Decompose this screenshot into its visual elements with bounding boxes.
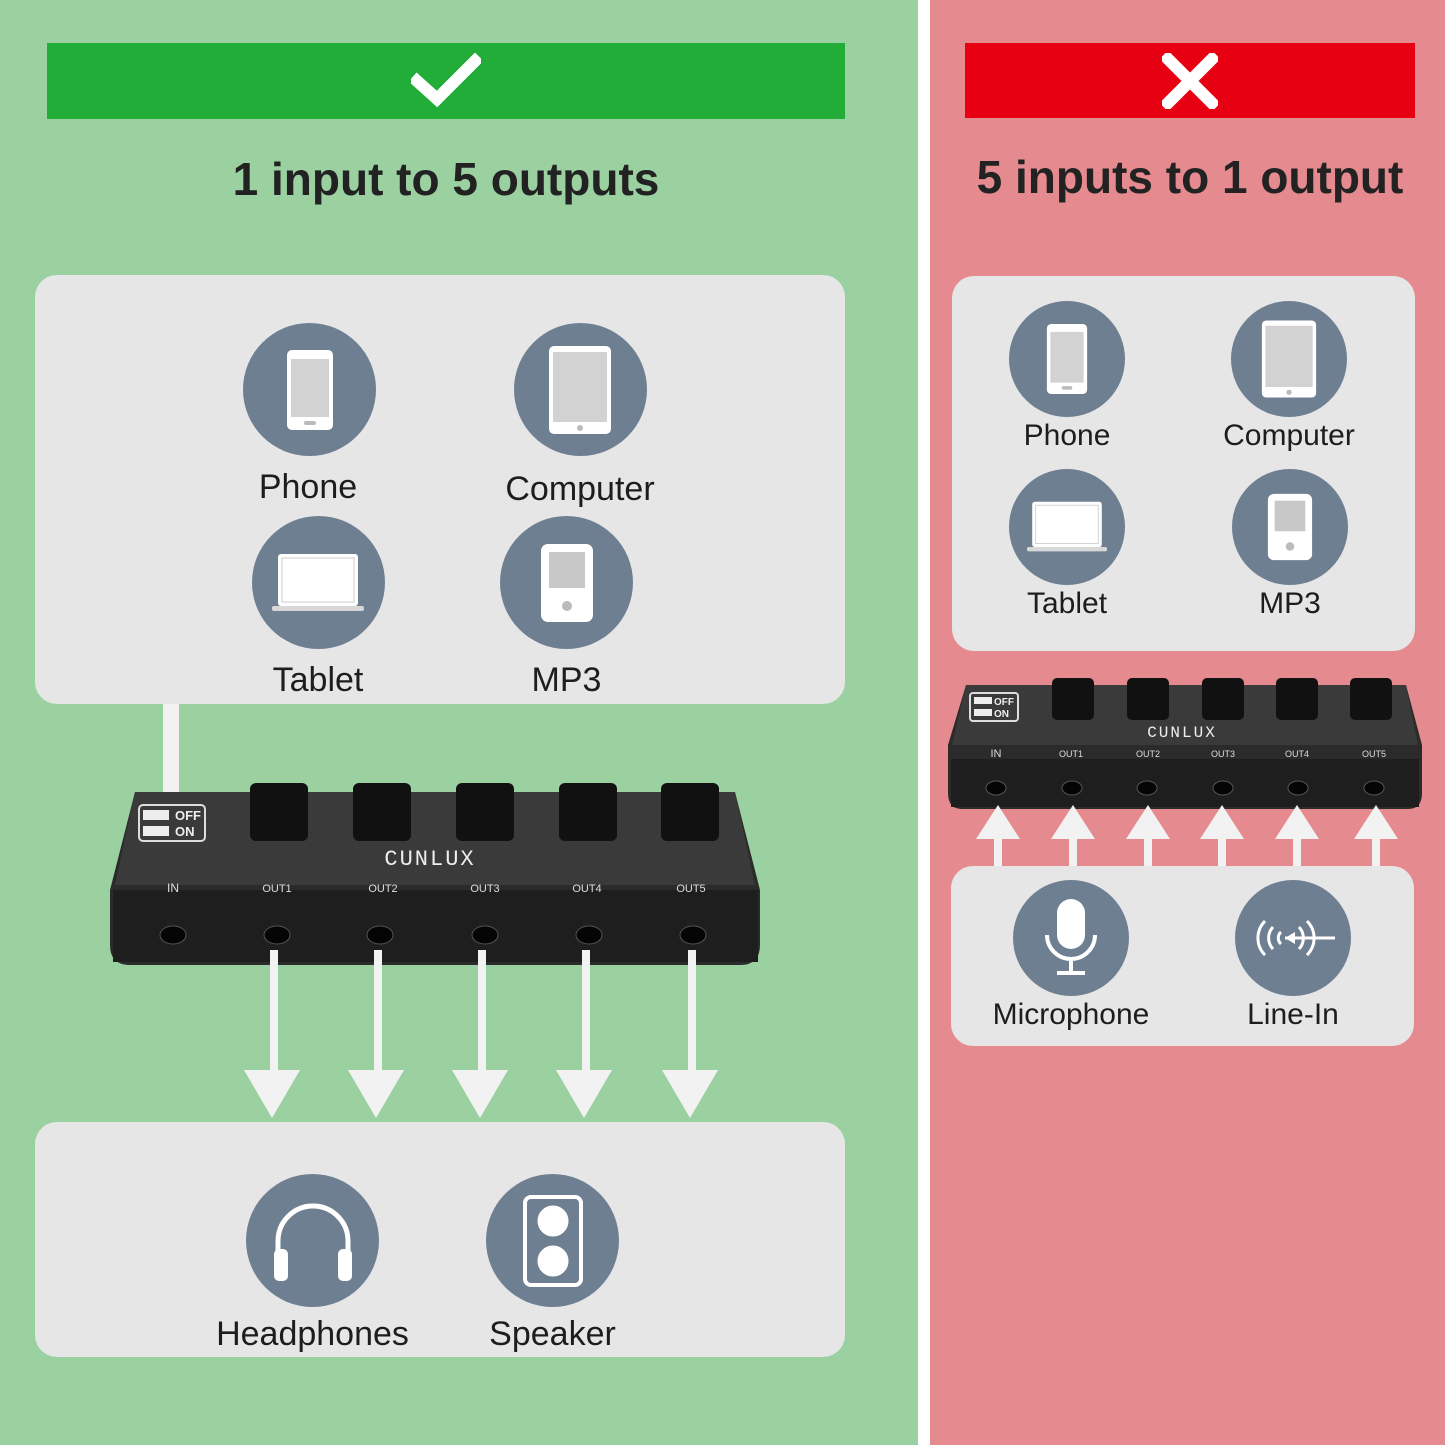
output-label: Speaker xyxy=(489,1315,616,1353)
source-label: Tablet xyxy=(272,661,364,699)
headphones-icon xyxy=(273,1203,352,1281)
source-computer: Computer xyxy=(500,323,660,509)
port-jack xyxy=(1061,780,1083,796)
source-mp3: MP3 xyxy=(1232,469,1348,621)
mp3-player-icon xyxy=(540,543,593,622)
cross-icon xyxy=(1162,52,1218,109)
port-label-out4: OUT4 xyxy=(572,883,601,895)
tablet-device-icon xyxy=(1261,320,1317,398)
switch-on-label: ON xyxy=(175,824,195,839)
port-jack xyxy=(985,780,1007,796)
input-microphone: Microphone xyxy=(986,880,1156,1032)
source-label: Phone xyxy=(258,468,358,506)
out4-button[interactable] xyxy=(1276,678,1318,720)
input-label: Microphone xyxy=(992,998,1150,1031)
laptop-icon xyxy=(272,553,364,611)
source-label: Computer xyxy=(505,470,655,508)
port-jack xyxy=(366,925,394,945)
source-mp3: MP3 xyxy=(500,516,633,700)
port-label-out1: OUT1 xyxy=(1059,749,1083,759)
source-label: MP3 xyxy=(1259,587,1321,620)
output-label: Headphones xyxy=(216,1315,409,1353)
right-title: 5 inputs to 1 output xyxy=(976,151,1404,203)
phone-icon xyxy=(286,349,333,430)
port-label-out5: OUT5 xyxy=(1362,749,1386,759)
line-in-icon xyxy=(1256,919,1335,957)
port-jack xyxy=(1363,780,1385,796)
input-label: Line-In xyxy=(1247,998,1339,1031)
panel-divider xyxy=(918,0,930,1445)
source-label: Computer xyxy=(1223,419,1355,452)
source-label: Tablet xyxy=(1026,587,1108,620)
microphone-icon xyxy=(1045,899,1097,975)
right-sources-box: Phone Computer Tablet MP3 xyxy=(952,276,1415,651)
output-headphones: Headphones xyxy=(205,1174,420,1354)
correct-usage-panel: 1 input to 5 outputs Phone Computer Tabl… xyxy=(0,0,918,1445)
correct-banner xyxy=(47,43,845,119)
switch-on-label: ON xyxy=(994,709,1009,720)
source-label: Phone xyxy=(1023,419,1111,452)
source-label: MP3 xyxy=(531,661,602,699)
brand-label: CUNLUX xyxy=(1147,724,1217,742)
out4-button[interactable] xyxy=(559,783,617,841)
right-inputs-box: Microphone Line-In xyxy=(951,866,1414,1046)
incorrect-banner xyxy=(965,43,1415,118)
port-label-in: IN xyxy=(991,748,1002,760)
source-tablet: Tablet xyxy=(1007,469,1127,621)
port-jack xyxy=(159,925,187,945)
out5-button[interactable] xyxy=(1350,678,1392,720)
port-label-out3: OUT3 xyxy=(470,883,499,895)
out2-button[interactable] xyxy=(1127,678,1169,720)
laptop-icon xyxy=(1027,501,1107,552)
port-label-out4: OUT4 xyxy=(1285,749,1309,759)
source-phone: Phone xyxy=(243,323,376,507)
output-speaker: Speaker xyxy=(480,1174,625,1354)
port-jack xyxy=(1212,780,1234,796)
phone-icon xyxy=(1046,324,1088,394)
out1-button[interactable] xyxy=(250,783,308,841)
check-icon xyxy=(411,53,481,108)
source-computer: Computer xyxy=(1214,301,1364,453)
incorrect-usage-panel: 5 inputs to 1 output Phone Computer Tabl… xyxy=(930,0,1445,1445)
port-label-out1: OUT1 xyxy=(262,883,291,895)
port-jack xyxy=(575,925,603,945)
switch-off-label: OFF xyxy=(175,808,201,823)
out3-button[interactable] xyxy=(1202,678,1244,720)
port-label-out2: OUT2 xyxy=(1136,749,1160,759)
port-label-out3: OUT3 xyxy=(1211,749,1235,759)
port-jack xyxy=(263,925,291,945)
out3-button[interactable] xyxy=(456,783,514,841)
out5-button[interactable] xyxy=(661,783,719,841)
left-outputs-box: Headphones Speaker xyxy=(35,1122,845,1357)
source-phone: Phone xyxy=(1007,301,1127,453)
source-tablet: Tablet xyxy=(248,516,388,700)
speaker-icon xyxy=(522,1194,583,1287)
switch-off-label: OFF xyxy=(994,697,1014,708)
left-title: 1 input to 5 outputs xyxy=(232,153,660,205)
audio-splitter-device: OFF ON CUNLUX IN OUT1 OUT2 OUT3 OUT4 OUT… xyxy=(110,783,760,965)
port-label-out2: OUT2 xyxy=(368,883,397,895)
port-jack xyxy=(1287,780,1309,796)
out1-button[interactable] xyxy=(1052,678,1094,720)
brand-label: CUNLUX xyxy=(384,847,475,872)
port-label-in: IN xyxy=(167,881,179,895)
port-jack xyxy=(1136,780,1158,796)
port-jack xyxy=(471,925,499,945)
mp3-player-icon xyxy=(1267,493,1313,561)
port-label-out5: OUT5 xyxy=(676,883,705,895)
out2-button[interactable] xyxy=(353,783,411,841)
port-jack xyxy=(679,925,707,945)
output-arrows xyxy=(244,950,718,1118)
tablet-device-icon xyxy=(549,345,611,434)
audio-splitter-device: OFF ON CUNLUX IN OUT1 OUT2 OUT3 OUT4 OUT… xyxy=(948,678,1422,809)
input-line-in: Line-In xyxy=(1233,880,1353,1032)
left-sources-box: Phone Computer Tablet MP3 xyxy=(35,275,845,704)
input-arrows xyxy=(976,805,1398,868)
